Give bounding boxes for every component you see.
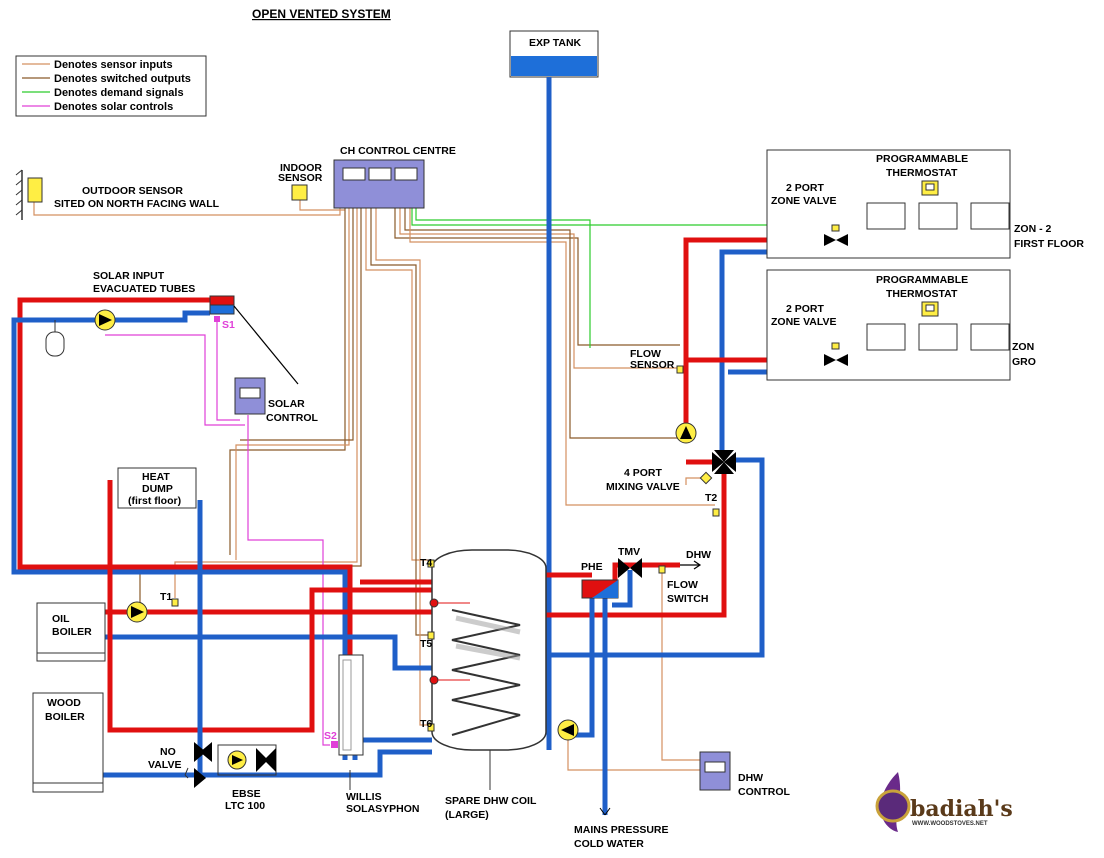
zone-2-first-floor: PROGRAMMABLE THERMOSTAT 2 PORT ZONE VALV…: [766, 149, 1084, 259]
obadiahs-logo: badiah's WWW.WOODSTOVES.NET: [875, 772, 1013, 832]
solar-input-label: SOLAR INPUT: [93, 270, 165, 282]
phe-label: PHE: [581, 561, 603, 573]
solar-pump: [94, 309, 116, 331]
zone1-valve-sublabel: ZONE VALVE: [771, 316, 837, 328]
expansion-tank: EXP TANK: [509, 30, 599, 78]
legend-label-solar: Denotes solar controls: [54, 101, 173, 113]
logo-wordmark: badiah's: [910, 796, 1013, 822]
solar-input-sublabel: EVACUATED TUBES: [93, 283, 195, 295]
oil-boiler-label: OIL: [52, 613, 70, 625]
zone1-label: ZON: [1012, 341, 1034, 353]
wood-boiler: WOOD BOILER: [32, 692, 104, 793]
zone2-valve-sublabel: ZONE VALVE: [771, 195, 837, 207]
sensor-t5-label: T5: [420, 638, 432, 650]
oil-boiler: OIL BOILER: [36, 602, 106, 662]
ebse-sublabel: LTC 100: [225, 800, 265, 812]
ebse-label: EBSE: [232, 788, 261, 800]
solar-control-sublabel: CONTROL: [266, 412, 318, 424]
wood-boiler-label: WOOD: [47, 697, 81, 709]
legend-label-sensor: Denotes sensor inputs: [54, 59, 173, 71]
zone1-thermostat-label: PROGRAMMABLE: [876, 274, 968, 286]
mixing-valve: 4 PORT MIXING VALVE T2: [606, 450, 736, 517]
ebse-ltc100: EBSE LTC 100: [217, 744, 277, 812]
mixing-valve-sublabel: MIXING VALVE: [606, 481, 680, 493]
sensor-t4-label: T4: [420, 557, 432, 569]
tmv-valve: TMV DHW FLOW SWITCH: [618, 546, 711, 605]
dhw-control-sublabel: CONTROL: [738, 786, 790, 798]
dhw-control: DHW CONTROL: [699, 751, 790, 798]
indoor-sensor: INDOOR SENSOR: [278, 162, 323, 201]
zone-1-ground: PROGRAMMABLE THERMOSTAT 2 PORT ZONE VALV…: [766, 269, 1036, 381]
willis-solasyphon: S2 WILLIS SOLASYPHON: [324, 654, 420, 815]
diagram-title: OPEN VENTED SYSTEM: [252, 7, 391, 21]
mains-label: MAINS PRESSURE: [574, 824, 669, 836]
logo-url: WWW.WOODSTOVES.NET: [912, 821, 988, 827]
zone2-thermostat-sublabel: THERMOSTAT: [886, 167, 958, 179]
mains-sublabel: COLD WATER: [574, 838, 644, 850]
spare-coil-label: SPARE DHW COIL: [445, 795, 537, 807]
indoor-sensor-label: INDOOR: [280, 162, 322, 174]
mixing-valve-label: 4 PORT: [624, 467, 663, 479]
solar-control: SOLAR CONTROL: [234, 377, 318, 424]
outdoor-sensor-sublabel: SITED ON NORTH FACING WALL: [54, 198, 220, 210]
dhw-label: DHW: [686, 549, 711, 561]
ch-control-label: CH CONTROL CENTRE: [340, 145, 456, 157]
zone2-thermostat-label: PROGRAMMABLE: [876, 153, 968, 165]
dhw-control-label: DHW: [738, 772, 763, 784]
oil-boiler-sublabel: BOILER: [52, 626, 92, 638]
flow-sensor-label: FLOW: [630, 348, 661, 360]
solar-expansion-vessel: [45, 320, 65, 357]
flow-switch-sublabel: SWITCH: [667, 593, 708, 605]
dhw-cylinder: T4 T5 T6 SPARE DHW COIL (LARGE): [420, 549, 547, 821]
zone2-valve-label: 2 PORT: [786, 182, 825, 194]
legend-label-switched: Denotes switched outputs: [54, 73, 191, 85]
outdoor-sensor-label: OUTDOOR SENSOR: [82, 185, 183, 197]
exp-tank-label: EXP TANK: [529, 37, 582, 49]
tmv-label: TMV: [618, 546, 640, 558]
ch-control-centre: CH CONTROL CENTRE: [333, 145, 456, 209]
no-valve-sublabel: VALVE: [148, 759, 181, 771]
flow-sensor-sublabel: SENSOR: [630, 359, 675, 371]
dhw-return-pump: [557, 719, 579, 741]
zone1-valve-label: 2 PORT: [786, 303, 825, 315]
zone2-sublabel: FIRST FLOOR: [1014, 238, 1084, 250]
indoor-sensor-sublabel: SENSOR: [278, 172, 323, 184]
sensor-s2-label: S2: [324, 730, 337, 742]
willis-label: WILLIS: [346, 791, 382, 803]
flow-switch-label: FLOW: [667, 579, 698, 591]
heat-dump-label: HEAT: [142, 471, 170, 483]
heat-dump-note: (first floor): [128, 495, 181, 507]
solar-collector: SOLAR INPUT EVACUATED TUBES S1: [93, 270, 299, 385]
legend-label-demand: Denotes demand signals: [54, 87, 184, 99]
zone1-thermostat-sublabel: THERMOSTAT: [886, 288, 958, 300]
ch-pump: [675, 422, 697, 444]
heat-dump: HEAT DUMP (first floor): [117, 467, 197, 509]
spare-coil-sublabel: (LARGE): [445, 809, 489, 821]
wood-boiler-sublabel: BOILER: [45, 711, 85, 723]
no-valve-label: NO: [160, 746, 176, 758]
flow-sensor: FLOW SENSOR: [630, 348, 684, 374]
sensor-s1-label: S1: [222, 319, 235, 331]
heat-dump-sublabel: DUMP: [142, 483, 173, 495]
no-valve: NO VALVE: [148, 742, 212, 788]
sensor-t2-label: T2: [705, 492, 717, 504]
control-wiring: [33, 192, 930, 771]
sensor-t1-label: T1: [160, 591, 172, 603]
legend: Denotes sensor inputs Denotes switched o…: [15, 55, 207, 117]
sensor-t6-label: T6: [420, 718, 432, 730]
zone1-sublabel: GRO: [1012, 356, 1036, 368]
plate-heat-exchanger: PHE: [581, 561, 619, 599]
willis-sublabel: SOLASYPHON: [346, 803, 420, 815]
outdoor-sensor: OUTDOOR SENSOR SITED ON NORTH FACING WAL…: [15, 169, 220, 220]
oil-boiler-pump: T1: [126, 591, 179, 623]
solar-control-label: SOLAR: [268, 398, 305, 410]
zone2-label: ZON - 2: [1014, 223, 1051, 235]
